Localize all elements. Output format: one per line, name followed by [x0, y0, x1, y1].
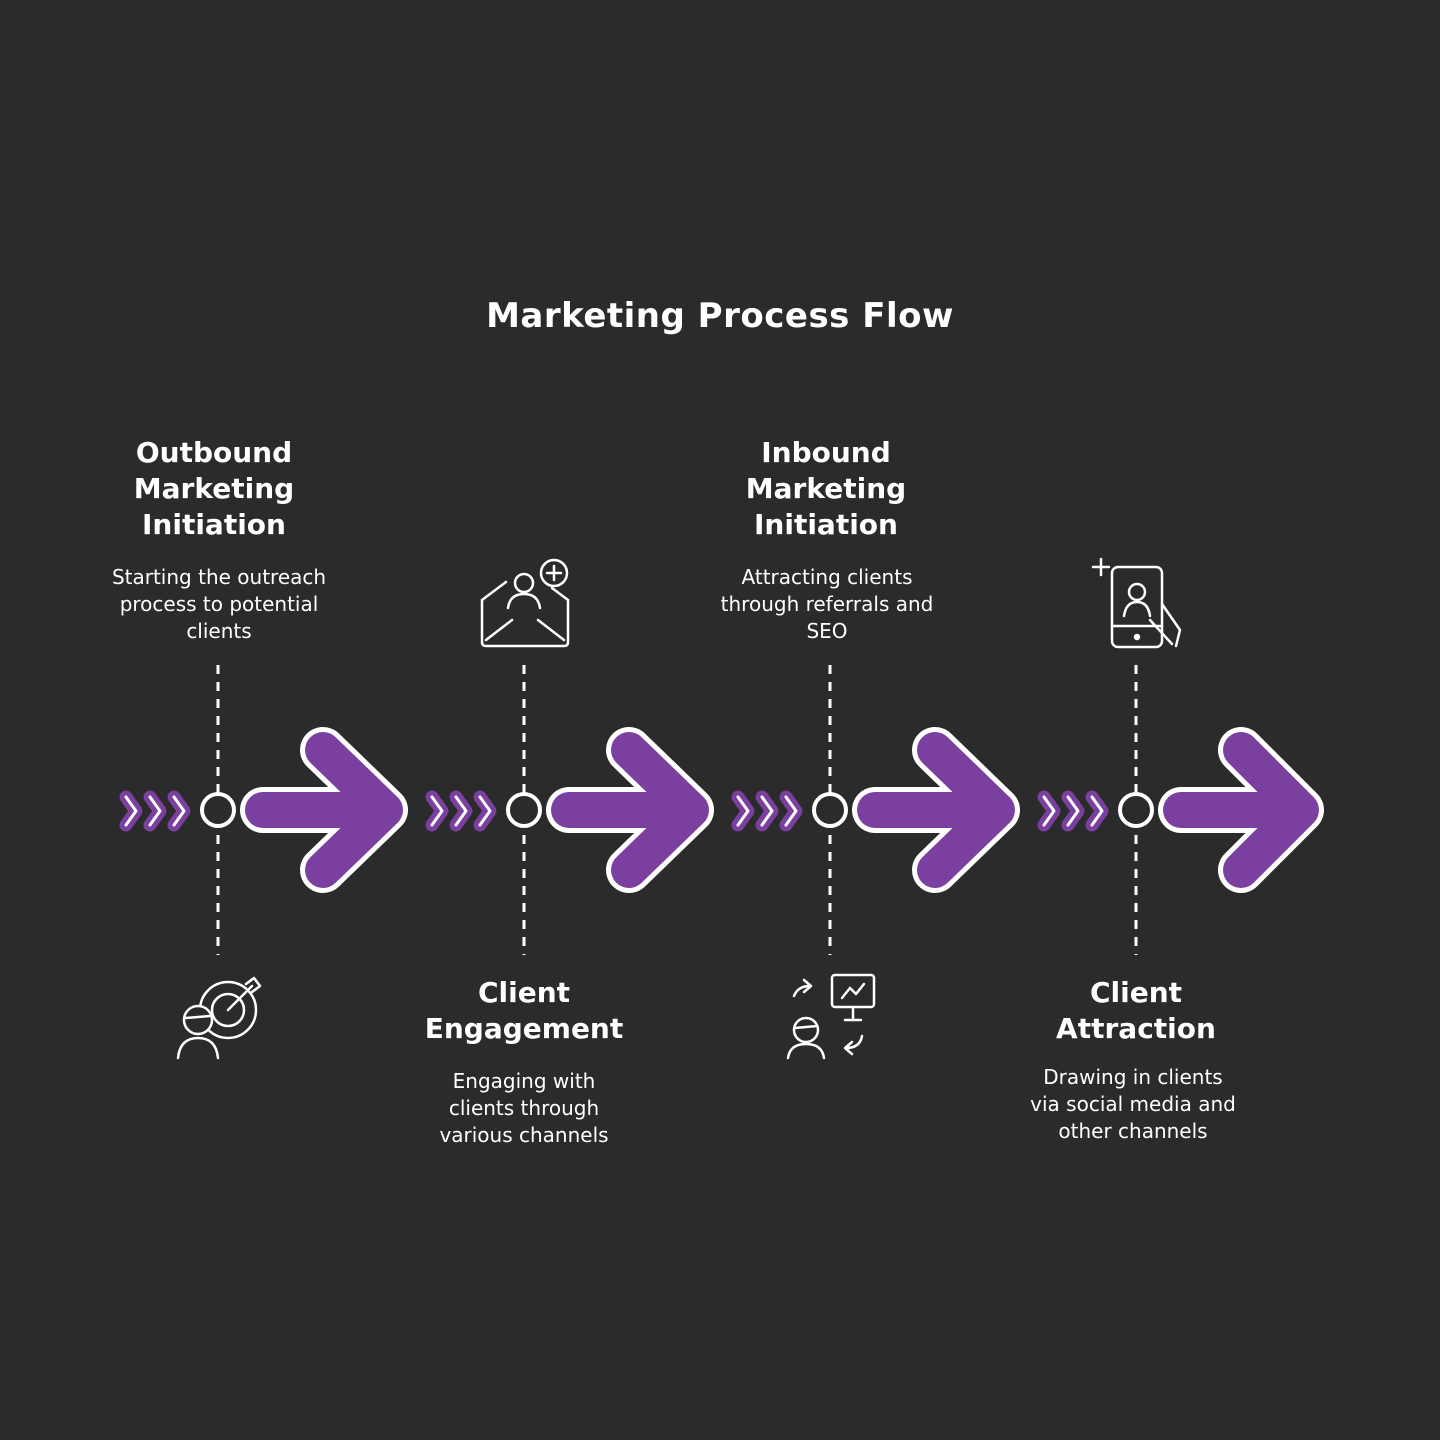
- email-add-person-icon: [480, 558, 570, 648]
- mobile-profile-icon: [1091, 557, 1182, 649]
- big-arrow: [852, 727, 1020, 893]
- flow-segment-1: [119, 665, 408, 955]
- step-2-heading: Client Engagement: [424, 976, 624, 1045]
- step-4-description: Drawing in clients via social media and …: [1030, 1065, 1236, 1143]
- chevron-arrows: [731, 790, 803, 832]
- diagram-title: Marketing Process Flow: [486, 296, 954, 336]
- step-node: [200, 792, 236, 828]
- step-node: [506, 792, 542, 828]
- big-arrow: [240, 727, 408, 893]
- step-2-description: Engaging with clients through various ch…: [439, 1069, 609, 1147]
- flow-segment-4: [1037, 665, 1324, 955]
- big-arrow: [1158, 727, 1324, 893]
- target-person-icon: [176, 976, 262, 1060]
- flow-segment-2: [425, 665, 714, 955]
- chevron-arrows: [1037, 790, 1109, 832]
- chevron-arrows: [425, 790, 497, 832]
- step-node: [1118, 792, 1154, 828]
- person-presentation-icon: [786, 973, 876, 1060]
- step-3-heading: Inbound Marketing Initiation: [745, 436, 907, 541]
- step-4-heading: Client Attraction: [1056, 976, 1216, 1045]
- step-node: [812, 792, 848, 828]
- step-3-description: Attracting clients through referrals and…: [720, 565, 934, 643]
- chevron-arrows: [119, 790, 191, 832]
- big-arrow: [546, 727, 714, 893]
- step-1-heading: Outbound Marketing Initiation: [133, 436, 295, 541]
- step-1-description: Starting the outreach process to potenti…: [111, 565, 327, 643]
- flow-segment-3: [731, 665, 1020, 955]
